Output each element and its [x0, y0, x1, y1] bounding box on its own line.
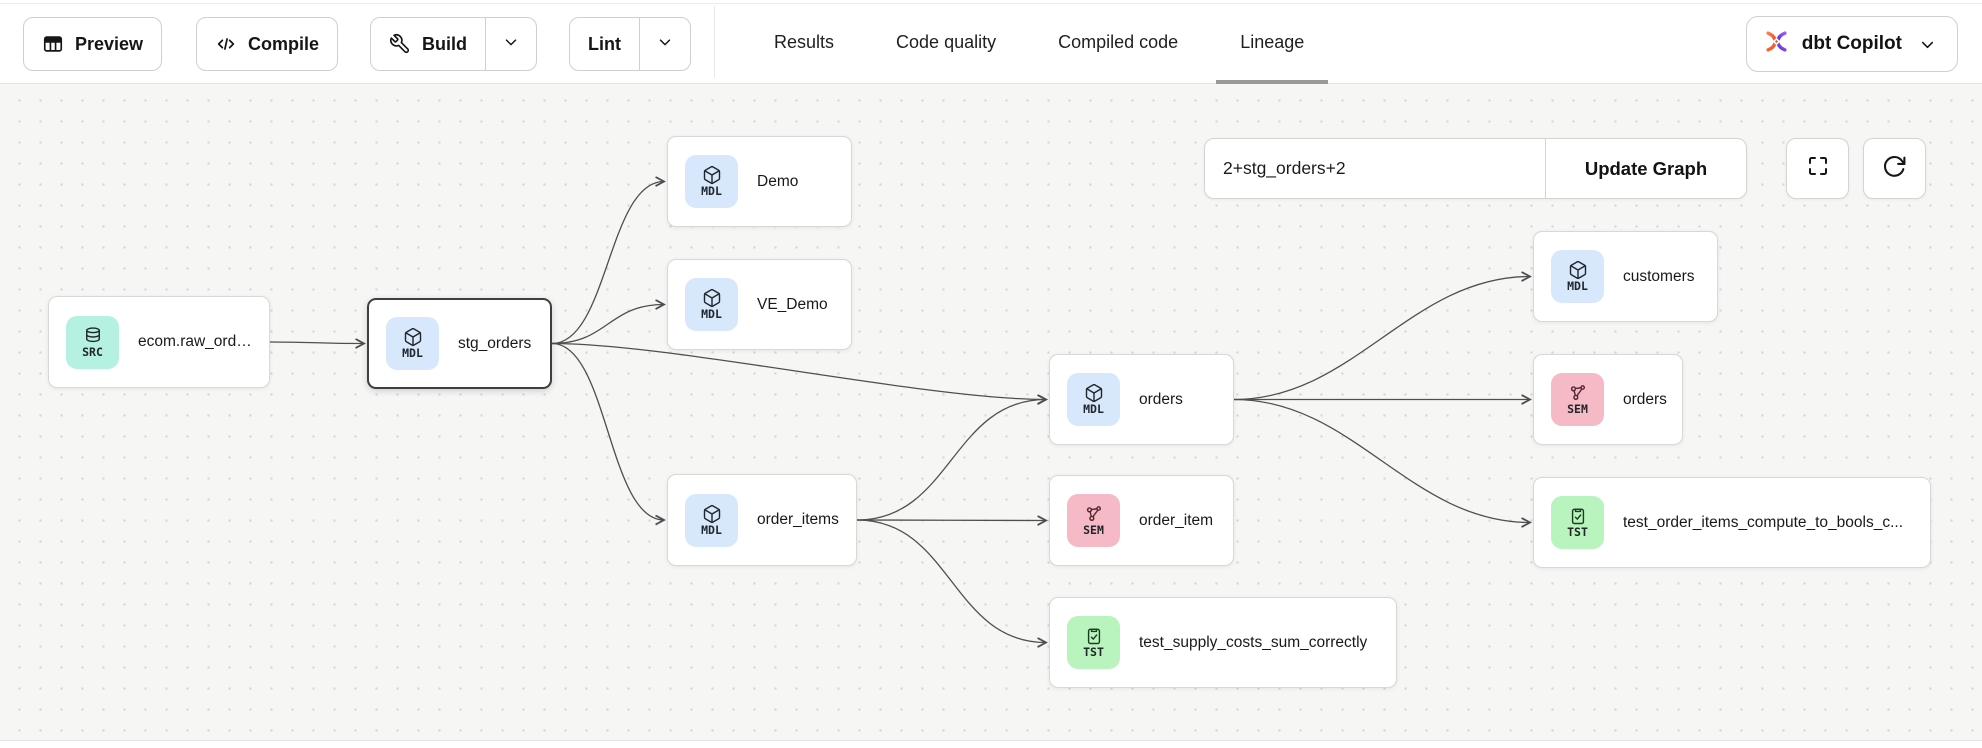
lineage-node-orders-sem[interactable]: SEM orders — [1533, 354, 1683, 445]
node-label: ecom.raw_orders — [138, 333, 255, 350]
wrench-icon — [389, 33, 411, 55]
node-label: orders — [1139, 390, 1183, 408]
clipboard-check-badge: TST — [1067, 616, 1120, 669]
lineage-node-demo[interactable]: MDL Demo — [667, 136, 852, 227]
node-type-label: MDL — [701, 184, 722, 199]
cube-icon — [702, 165, 722, 185]
lineage-node-test-supply-costs[interactable]: TST test_supply_costs_sum_correctly — [1049, 597, 1397, 688]
lineage-node-ecom-raw-orders[interactable]: SRC ecom.raw_orders — [48, 296, 270, 388]
node-type-label: SRC — [82, 344, 103, 359]
node-type-label: MDL — [701, 307, 722, 322]
update-graph-label: Update Graph — [1584, 157, 1708, 179]
database-badge: SRC — [66, 315, 119, 369]
cube-badge: MDL — [386, 317, 439, 370]
node-type-label: SEM — [1083, 523, 1104, 538]
semantic-graph-icon — [1084, 504, 1104, 524]
tab-compiled-code[interactable]: Compiled code — [1058, 31, 1179, 52]
database-icon — [83, 326, 103, 346]
build-button-label: Build — [422, 33, 467, 54]
node-label: VE_Demo — [757, 295, 828, 313]
lineage-node-customers[interactable]: MDL customers — [1533, 231, 1718, 322]
node-label: orders — [1623, 390, 1667, 408]
lineage-node-orders-model[interactable]: MDL orders — [1049, 354, 1234, 445]
cube-badge: MDL — [685, 493, 738, 547]
node-label: order_items — [757, 511, 839, 528]
clipboard-check-icon — [1084, 626, 1104, 646]
node-type-label: SEM — [1567, 402, 1588, 417]
cube-icon — [1568, 260, 1588, 280]
node-label: Demo — [757, 172, 799, 190]
chevron-down-icon — [1918, 35, 1937, 54]
cube-icon — [403, 327, 423, 347]
semantic-graph-icon — [1568, 383, 1588, 403]
semantic-graph-badge: SEM — [1551, 373, 1604, 426]
node-type-label: MDL — [1083, 402, 1104, 417]
lint-dropdown-button[interactable] — [639, 18, 690, 70]
bottom-strip — [0, 740, 1982, 748]
cube-badge: MDL — [685, 155, 738, 208]
top-toolbar: Preview Compile — [0, 0, 1982, 84]
dbt-copilot-icon — [1763, 28, 1790, 61]
lint-button-group: Lint — [569, 17, 691, 71]
lint-button-label: Lint — [588, 33, 621, 54]
build-button[interactable]: Build — [371, 18, 485, 70]
refresh-graph-button[interactable] — [1863, 138, 1926, 199]
clipboard-check-badge: TST — [1551, 496, 1604, 549]
fullscreen-button[interactable] — [1786, 138, 1849, 199]
cube-icon — [1084, 383, 1104, 403]
lineage-node-order-item-sem[interactable]: SEM order_item — [1049, 475, 1234, 566]
result-tabs: Results Code quality Compiled code Lineage — [748, 0, 1330, 84]
node-label: stg_orders — [458, 334, 532, 352]
compile-button-label: Compile — [248, 33, 320, 54]
compile-button[interactable]: Compile — [196, 17, 339, 71]
lineage-selector-value: 2+stg_orders+2 — [1223, 158, 1346, 178]
node-type-label: MDL — [1567, 279, 1588, 294]
build-button-group: Build — [370, 17, 537, 71]
toolbar-divider — [714, 6, 715, 78]
node-type-label: TST — [1083, 645, 1104, 660]
node-label: test_order_items_compute_to_bools_c... — [1623, 513, 1904, 531]
lineage-node-ve-demo[interactable]: MDL VE_Demo — [667, 259, 852, 350]
preview-button-label: Preview — [75, 33, 144, 54]
refresh-icon — [1882, 154, 1907, 184]
node-type-label: MDL — [701, 522, 722, 537]
code-icon — [215, 33, 237, 55]
node-label: customers — [1623, 267, 1695, 285]
tab-code-quality[interactable]: Code quality — [896, 31, 997, 52]
dbt-copilot-label: dbt Copilot — [1801, 33, 1902, 54]
table-icon — [42, 33, 64, 55]
cube-badge: MDL — [685, 278, 738, 331]
clipboard-check-icon — [1568, 506, 1588, 526]
cube-badge: MDL — [1551, 250, 1604, 303]
dbt-copilot-button[interactable]: dbt Copilot — [1745, 16, 1958, 72]
preview-button[interactable]: Preview — [23, 17, 163, 71]
chevron-down-icon — [502, 33, 520, 56]
node-label: order_item — [1139, 511, 1214, 529]
semantic-graph-badge: SEM — [1067, 494, 1120, 547]
lineage-node-order-items[interactable]: MDL order_items — [667, 474, 857, 566]
node-type-label: MDL — [402, 346, 423, 361]
lineage-selector-group: 2+stg_orders+2 Update Graph — [1204, 138, 1747, 199]
lineage-selector-input[interactable]: 2+stg_orders+2 — [1205, 139, 1545, 198]
node-label: test_supply_costs_sum_correctly — [1139, 633, 1368, 651]
node-type-label: TST — [1567, 525, 1588, 540]
tab-results[interactable]: Results — [774, 31, 835, 52]
update-graph-button[interactable]: Update Graph — [1545, 139, 1746, 198]
tab-lineage[interactable]: Lineage — [1214, 0, 1330, 84]
fullscreen-icon — [1806, 154, 1830, 183]
lint-button[interactable]: Lint — [570, 18, 639, 70]
build-dropdown-button[interactable] — [485, 18, 536, 70]
chevron-down-icon — [656, 33, 674, 56]
cube-icon — [702, 504, 722, 524]
cube-badge: MDL — [1067, 373, 1120, 426]
lineage-node-test-order-items[interactable]: TST test_order_items_compute_to_bools_c..… — [1533, 477, 1931, 568]
cube-icon — [702, 288, 722, 308]
lineage-node-stg-orders[interactable]: MDL stg_orders — [367, 298, 552, 389]
